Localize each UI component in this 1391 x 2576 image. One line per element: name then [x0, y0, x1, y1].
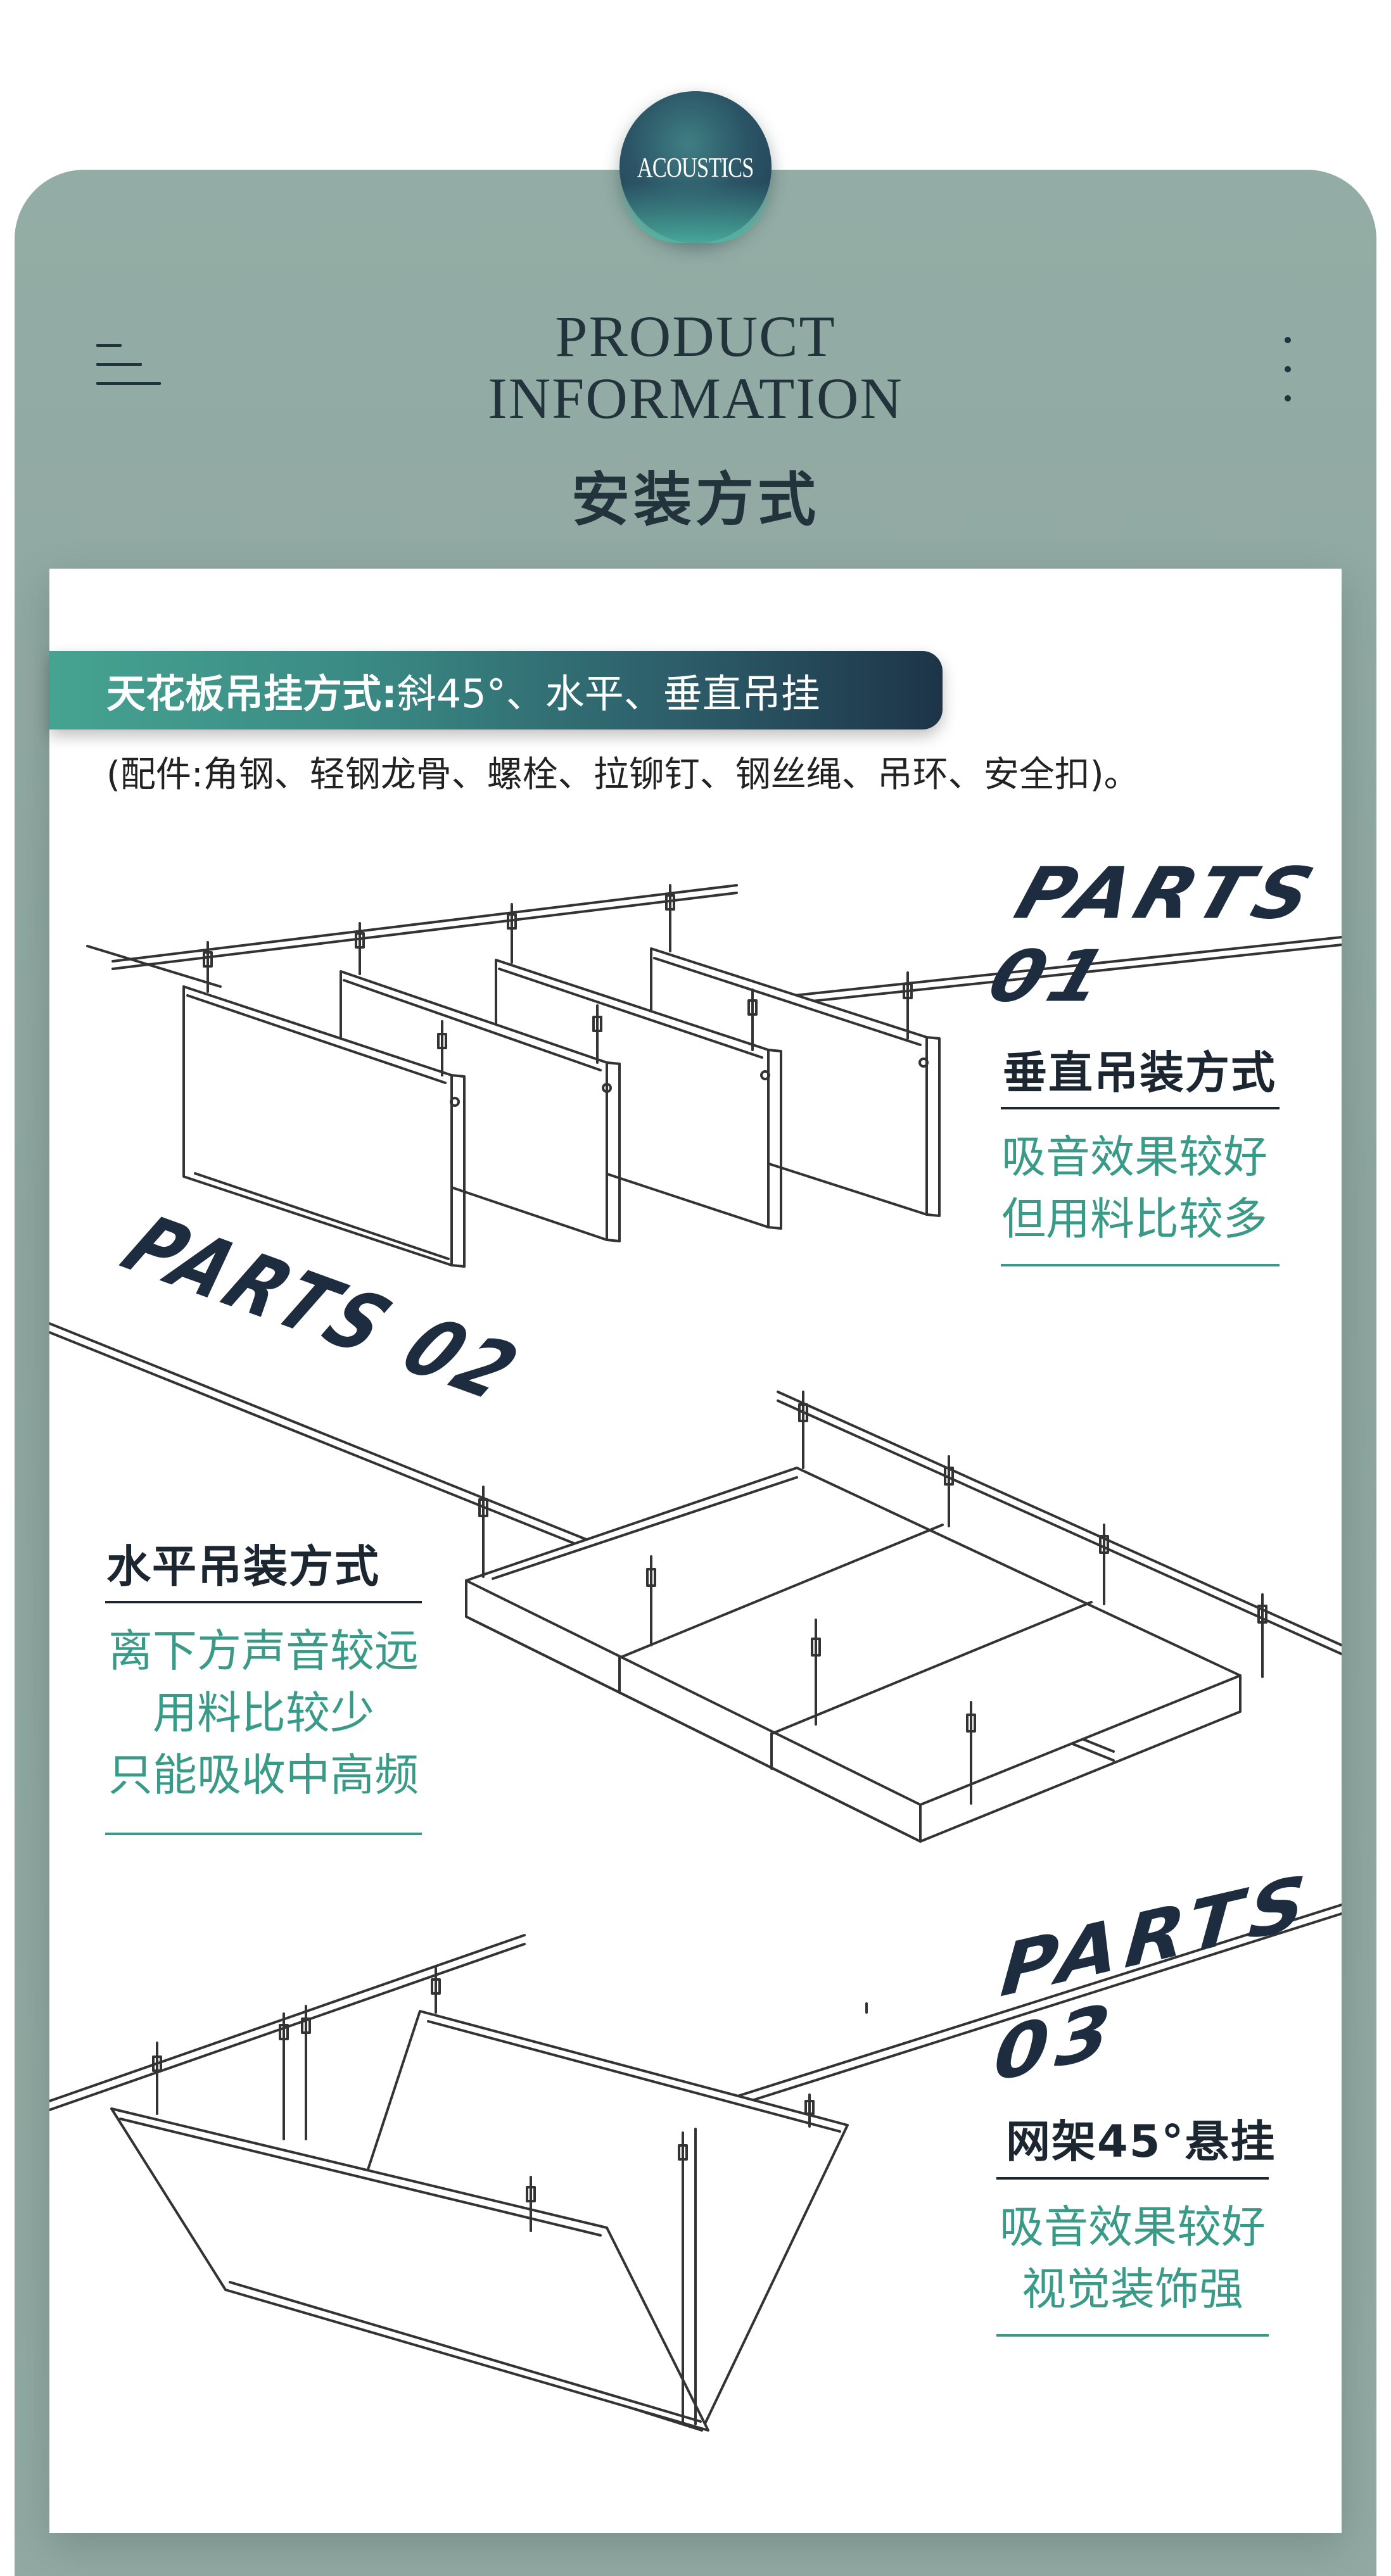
badge-text: ACOUSTICS [637, 151, 754, 183]
parts-02-underline [105, 1833, 422, 1835]
parts-01-divider [1001, 1107, 1280, 1109]
parts-02-divider [105, 1601, 422, 1603]
parts-03-title: 网架45°悬挂 [1006, 2116, 1276, 2168]
banner-label-rest: 斜45°、水平、垂直吊挂 [397, 671, 820, 717]
parts-03-underline [996, 2334, 1269, 2337]
parts-02-title: 水平吊装方式 [106, 1541, 380, 1593]
accessories-note: (配件:角钢、轻钢龙骨、螺栓、拉铆钉、钢丝绳、吊环、安全扣)。 [106, 754, 1140, 795]
page-title: PRODUCT INFORMATION [379, 305, 1012, 429]
installation-illustration [49, 884, 1342, 2432]
vertical-hanging-drawing [86, 884, 1342, 1268]
parts-03-line-2: 视觉装饰强 [1022, 2263, 1243, 2315]
parts-02-line-3: 只能吸收中高频 [108, 1749, 419, 1801]
parts-03-divider [996, 2177, 1269, 2180]
horizontal-hanging-drawing [49, 1322, 1342, 1843]
acoustics-badge: ACOUSTICS [619, 91, 772, 243]
angled-hanging-drawing [49, 1904, 1342, 2432]
menu-icon[interactable] [95, 339, 165, 389]
parts-02-line-1: 离下方声音较远 [108, 1625, 419, 1677]
parts-01-description: 吸音效果较好 但用料比较多 [1001, 1126, 1267, 1250]
hanging-methods-banner: 天花板吊挂方式: 斜45°、水平、垂直吊挂 [49, 651, 943, 729]
parts-01-label: PARTS 01 [979, 851, 1330, 1018]
more-options-icon[interactable] [1281, 334, 1296, 404]
page-title-line2: INFORMATION [488, 366, 903, 431]
parts-01-title: 垂直吊装方式 [1003, 1047, 1276, 1099]
parts-01-underline [1001, 1264, 1280, 1266]
page-title-line1: PRODUCT [555, 304, 836, 369]
parts-03-line-1: 吸音效果较好 [1000, 2201, 1266, 2253]
banner-label-bold: 天花板吊挂方式: [106, 671, 397, 717]
parts-02-line-2: 用料比较少 [153, 1687, 374, 1739]
parts-03-description: 吸音效果较好 视觉装饰强 [996, 2196, 1269, 2320]
page-subtitle: 安装方式 [571, 466, 820, 534]
parts-01-line-2: 但用料比较多 [1001, 1193, 1267, 1245]
parts-01-line-1: 吸音效果较好 [1001, 1131, 1267, 1183]
parts-02-description: 离下方声音较远 用料比较少 只能吸收中高频 [105, 1620, 422, 1806]
content-card: 天花板吊挂方式: 斜45°、水平、垂直吊挂 (配件:角钢、轻钢龙骨、螺栓、拉铆钉… [49, 569, 1342, 2533]
